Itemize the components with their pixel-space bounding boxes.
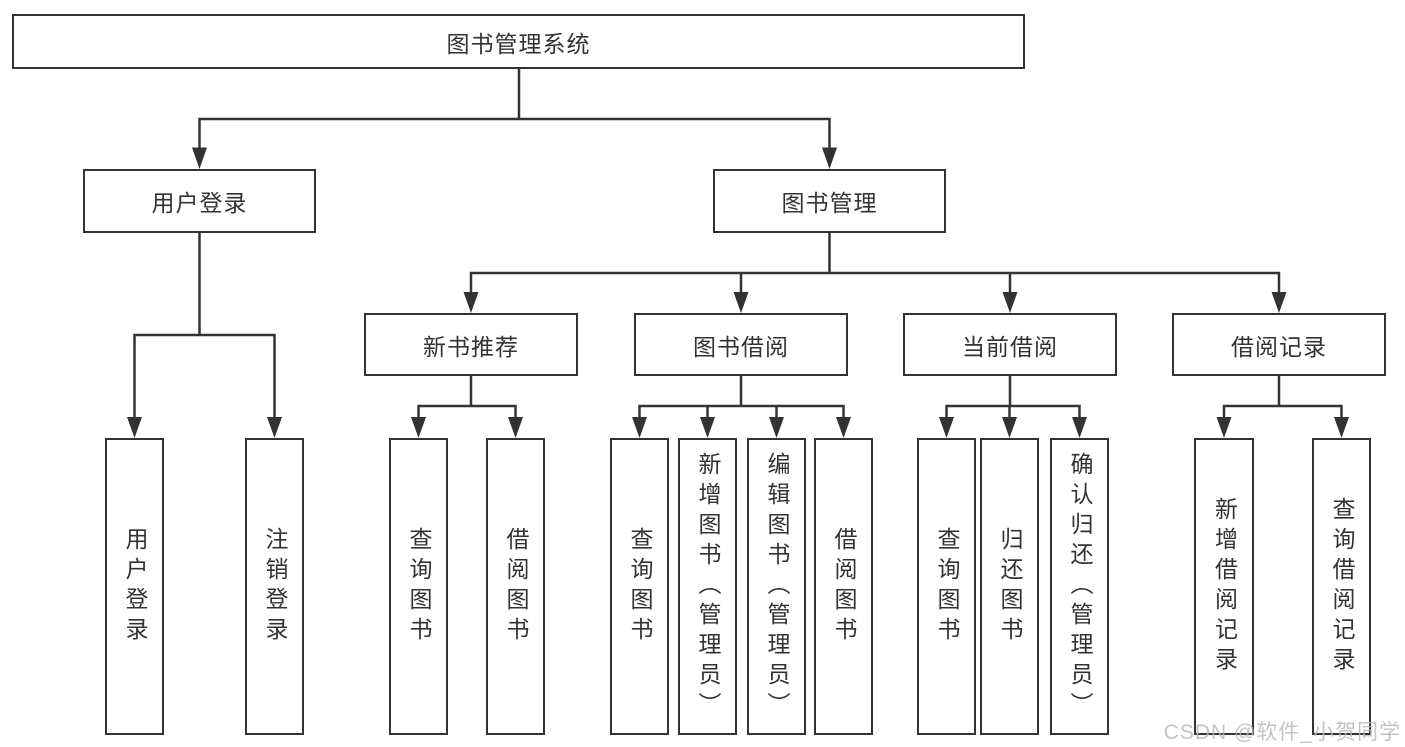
leaf-logout: 注销登录 [245, 438, 304, 735]
leaf-borrow-books-recommend: 借阅图书 [486, 438, 545, 735]
leaf-query-borrow-record: 查询借阅记录 [1312, 438, 1371, 735]
connector-borrow-records-to-leaves [1222, 376, 1343, 417]
leaf-confirm-return-admin: 确认归还（管理员） [1050, 438, 1109, 735]
arrow-leaf-3 [411, 417, 426, 438]
arrow-to-new-book-recommend [463, 292, 479, 313]
connector-book-management-to-level3 [469, 233, 1281, 293]
leaf-add-borrow-record-label: 新增借阅记录 [1211, 496, 1238, 677]
arrow-to-book-borrow [733, 292, 749, 313]
leaf-confirm-return-admin-label: 确认归还（管理员） [1067, 451, 1093, 722]
arrow-leaf-1 [127, 417, 142, 438]
arrow-leaf-2 [267, 417, 282, 438]
connector-user-login-to-leaves [133, 233, 276, 417]
leaf-query-books-recommend: 查询图书 [389, 438, 448, 735]
leaf-borrow-books-borrow: 借阅图书 [814, 438, 873, 735]
node-new-book-recommend: 新书推荐 [364, 313, 578, 376]
node-book-management-label: 图书管理 [781, 190, 878, 216]
node-borrow-records-label: 借阅记录 [1231, 333, 1327, 360]
arrow-leaf-10 [1002, 417, 1017, 438]
node-root: 图书管理系统 [12, 14, 1025, 69]
leaf-query-borrow-record-label: 查询借阅记录 [1329, 496, 1355, 677]
arrow-leaf-11 [1072, 417, 1087, 438]
leaf-add-book-admin-label: 新增图书（管理员） [695, 451, 721, 722]
node-book-borrow-label: 图书借阅 [693, 333, 789, 360]
node-root-label: 图书管理系统 [446, 30, 591, 57]
node-borrow-records: 借阅记录 [1172, 313, 1386, 376]
node-user-login-label: 用户登录 [151, 190, 248, 216]
arrow-leaf-7 [769, 417, 784, 438]
leaf-add-book-admin: 新增图书（管理员） [678, 438, 737, 735]
arrow-leaf-6 [700, 417, 715, 438]
leaf-borrow-books-borrow-label: 借阅图书 [831, 526, 857, 647]
leaf-user-login: 用户登录 [105, 438, 164, 735]
node-new-book-recommend-label: 新书推荐 [423, 333, 519, 360]
leaf-query-books-borrow-label: 查询图书 [627, 526, 653, 647]
leaf-query-books-current: 查询图书 [917, 438, 976, 735]
arrow-leaf-12 [1216, 417, 1232, 438]
watermark-csdn: CSDN @软件_小贺同学 [1163, 721, 1401, 744]
arrow-leaf-4 [508, 417, 523, 438]
node-book-management: 图书管理 [713, 169, 946, 233]
arrow-to-current-borrow [1002, 292, 1018, 313]
arrow-leaf-5 [632, 417, 647, 438]
arrow-to-book-management [822, 147, 837, 169]
arrow-leaf-9 [939, 417, 954, 438]
node-current-borrow: 当前借阅 [903, 313, 1117, 376]
node-book-borrow: 图书借阅 [634, 313, 848, 376]
connector-root-to-level2 [198, 68, 831, 148]
arrow-to-user-login [192, 147, 207, 169]
leaf-borrow-books-recommend-label: 借阅图书 [503, 526, 529, 647]
connector-book-borrow-to-leaves [638, 376, 845, 417]
node-user-login: 用户登录 [83, 169, 316, 233]
arrow-leaf-8 [836, 417, 851, 438]
leaf-logout-label: 注销登录 [262, 526, 288, 647]
leaf-query-books-borrow: 查询图书 [610, 438, 669, 735]
leaf-add-borrow-record: 新增借阅记录 [1194, 438, 1254, 735]
leaf-query-books-recommend-label: 查询图书 [406, 526, 432, 647]
leaf-return-book: 归还图书 [980, 438, 1039, 735]
connector-current-borrow-to-leaves [945, 376, 1081, 417]
arrow-leaf-13 [1334, 417, 1349, 438]
leaf-return-book-label: 归还图书 [997, 526, 1023, 647]
leaf-user-login-label: 用户登录 [122, 526, 148, 647]
leaf-query-books-current-label: 查询图书 [934, 526, 960, 647]
leaf-edit-book-admin: 编辑图书（管理员） [747, 438, 806, 735]
node-current-borrow-label: 当前借阅 [962, 333, 1058, 360]
arrow-to-borrow-records [1271, 292, 1287, 313]
connector-new-book-recommend-to-leaves [417, 376, 517, 417]
leaf-edit-book-admin-label: 编辑图书（管理员） [764, 451, 790, 722]
